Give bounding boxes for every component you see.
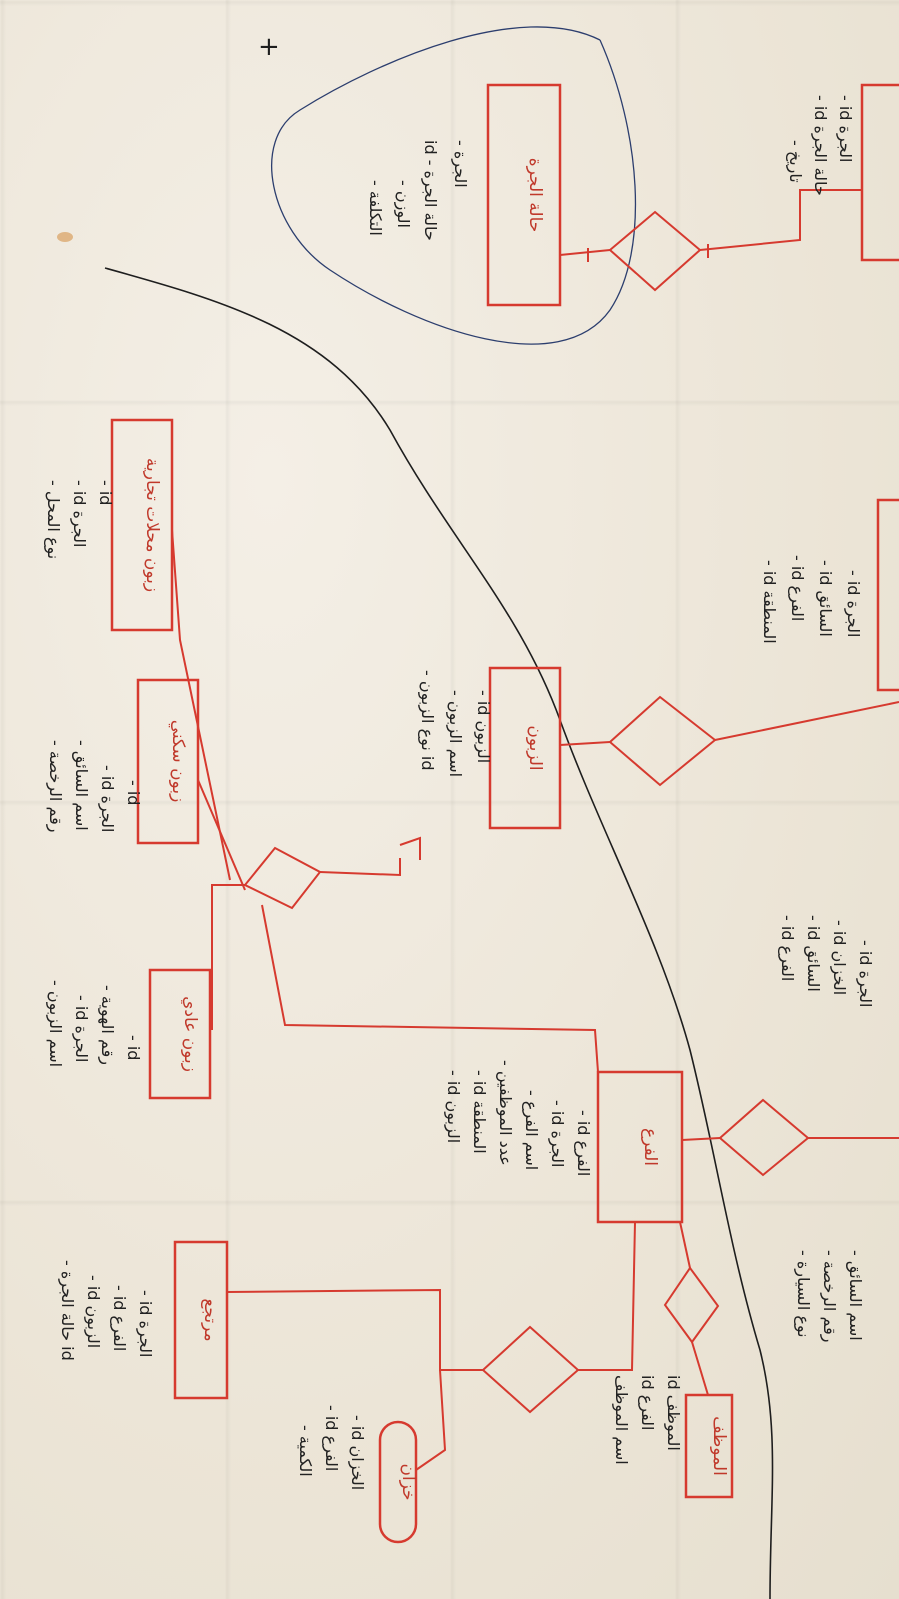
svg-text:- id الفرع: - id الفرع	[573, 1110, 593, 1176]
svg-text:- id السائق: - id السائق	[803, 915, 823, 992]
entity-edge-top	[860, 83, 899, 262]
entity-commercial: زبون محلات تجارية	[110, 418, 174, 632]
attrs-status: - الجرة id - حالة الجرة - الوزن - التكلف…	[366, 140, 470, 241]
attrs-employee: id الموظف id الفرع اسم الموظف	[611, 1375, 683, 1465]
svg-text:زبون عادي: زبون عادي	[180, 996, 200, 1072]
entity-customer: الزبون	[488, 666, 562, 830]
svg-text:- الكمية: - الكمية	[296, 1425, 315, 1477]
svg-text:اسم الموظف: اسم الموظف	[611, 1375, 631, 1465]
svg-text:- id الجرة: - id الجرة	[97, 765, 117, 832]
svg-text:- اسم الزبون: - اسم الزبون	[45, 980, 65, 1067]
attrs-commercial: - id - id الجرة - نوع المحل	[43, 480, 115, 559]
attrs-mid-right-2: - id الجرة - id الخزان - id السائق - id …	[777, 915, 875, 1007]
svg-text:- id حالة الجرة: - id حالة الجرة	[810, 95, 830, 196]
corner-mark: +	[258, 32, 280, 62]
svg-text:- id: - id	[124, 1035, 143, 1060]
entity-returned: مرتجع	[173, 1240, 229, 1400]
entity-employee: الموظف	[684, 1393, 734, 1499]
relation-branch	[718, 1098, 810, 1177]
svg-text:الزبون: الزبون	[525, 725, 545, 770]
svg-text:- id الزبون: - id الزبون	[473, 690, 493, 763]
svg-text:- رقم الرخصة: - رقم الرخصة	[819, 1250, 839, 1342]
svg-text:- نوع المحل: - نوع المحل	[43, 480, 63, 559]
svg-text:id الفرع: id الفرع	[637, 1375, 657, 1430]
svg-text:الموظف: الموظف	[709, 1416, 729, 1476]
svg-text:- id الجرة: - id الجرة	[135, 1290, 155, 1357]
svg-text:الفرع: الفرع	[640, 1128, 660, 1166]
svg-text:- id الجرة: - id الجرة	[69, 480, 89, 547]
attrs-home: - id - id الجرة - اسم السائق - رقم الرخص…	[45, 740, 143, 832]
svg-text:- id الجرة: - id الجرة	[855, 940, 875, 1007]
svg-text:- تاريخ: - تاريخ	[785, 140, 805, 183]
svg-text:- id الفرع: - id الفرع	[777, 915, 797, 981]
svg-text:- عدد الموظفين: - عدد الموظفين	[495, 1060, 515, 1166]
svg-text:- id الجرة: - id الجرة	[835, 95, 855, 162]
entity-tank: خزان	[378, 1420, 418, 1544]
svg-text:زبون محلات تجارية: زبون محلات تجارية	[142, 458, 162, 592]
svg-text:- id السائق: - id السائق	[815, 560, 835, 637]
svg-text:- اسم السائق: - اسم السائق	[71, 740, 91, 831]
paper-stain	[57, 232, 73, 242]
svg-text:- id الجرة: - id الجرة	[71, 995, 91, 1062]
svg-text:- الوزن: - الوزن	[393, 180, 413, 228]
relation-customer	[608, 695, 717, 787]
entity-edge-mid	[876, 498, 899, 692]
entity-status: حالة الجرة	[486, 83, 562, 307]
svg-text:- اسم السائق: - اسم السائق	[845, 1250, 865, 1341]
svg-text:- اسم الفرع: - اسم الفرع	[521, 1090, 541, 1170]
svg-text:- التكلفة: - التكلفة	[366, 180, 385, 236]
svg-text:زبون سكني: زبون سكني	[168, 720, 188, 803]
svg-text:- id الخزان: - id الخزان	[347, 1415, 367, 1490]
svg-text:- رقم الرخصة: - رقم الرخصة	[45, 740, 65, 832]
svg-text:- id المنطقة: - id المنطقة	[760, 560, 779, 644]
entity-branch: الفرع	[596, 1070, 684, 1224]
svg-text:id - حالة الجرة: id - حالة الجرة	[420, 140, 440, 241]
entity-home: زبون سكني	[136, 678, 200, 845]
svg-text:- id الزبون: - id الزبون	[443, 1070, 463, 1143]
attrs-branch: - id الفرع - id الجرة - اسم الفرع - عدد …	[443, 1060, 593, 1176]
svg-text:- id المنطقة: - id المنطقة	[470, 1070, 489, 1154]
svg-text:- id الفرع: - id الفرع	[109, 1285, 129, 1351]
svg-text:- نوع الزبون id: - نوع الزبون id	[417, 670, 437, 771]
relation-returned	[481, 1325, 580, 1414]
svg-text:- اسم الزبون: - اسم الزبون	[445, 690, 465, 777]
attrs-regular: - id - رقم الهوية - id الجرة - اسم الزبو…	[45, 980, 143, 1067]
svg-text:- id: - id	[124, 780, 143, 805]
svg-text:- الجرة: - الجرة	[450, 140, 470, 188]
relation-status	[608, 210, 702, 292]
svg-text:مرتجع: مرتجع	[200, 1298, 220, 1341]
svg-text:- حالة الجرة id: - حالة الجرة id	[57, 1260, 77, 1361]
svg-text:- id الخزان: - id الخزان	[829, 920, 849, 995]
attrs-tank: - id الخزان - id الفرع - الكمية	[296, 1405, 367, 1490]
relation-customer-types	[243, 846, 322, 910]
svg-text:- نوع السيارة: - نوع السيارة	[793, 1250, 813, 1338]
svg-text:- رقم الهوية: - رقم الهوية	[97, 985, 117, 1065]
attrs-customer: - id الزبون - اسم الزبون - نوع الزبون id	[417, 670, 493, 777]
blue-pen-loop	[271, 26, 637, 345]
svg-text:- id الفرع: - id الفرع	[787, 555, 807, 621]
attrs-top-right: - id الجرة - id حالة الجرة - تاريخ	[785, 95, 855, 196]
black-pen-curve	[104, 267, 774, 1599]
svg-text:خزان: خزان	[398, 1463, 418, 1500]
svg-text:- id: - id	[96, 480, 115, 505]
attrs-mid-right-1: - id الجرة - id السائق - id الفرع - id ا…	[760, 555, 863, 644]
svg-text:حالة الجرة: حالة الجرة	[525, 158, 545, 233]
svg-text:- id الجرة: - id الجرة	[547, 1100, 567, 1167]
attrs-returned: - id الجرة - id الفرع - id الزبون - حالة…	[57, 1260, 155, 1361]
svg-text:- id الجرة: - id الجرة	[843, 570, 863, 637]
svg-text:- id الفرع: - id الفرع	[321, 1405, 341, 1471]
relation-employee	[663, 1266, 720, 1344]
entity-regular: زبون عادي	[148, 968, 212, 1100]
svg-text:- id الزبون: - id الزبون	[83, 1275, 103, 1348]
svg-text:id الموظف: id الموظف	[663, 1375, 683, 1451]
attrs-bottom-right: - اسم السائق - رقم الرخصة - نوع السيارة	[793, 1250, 865, 1342]
